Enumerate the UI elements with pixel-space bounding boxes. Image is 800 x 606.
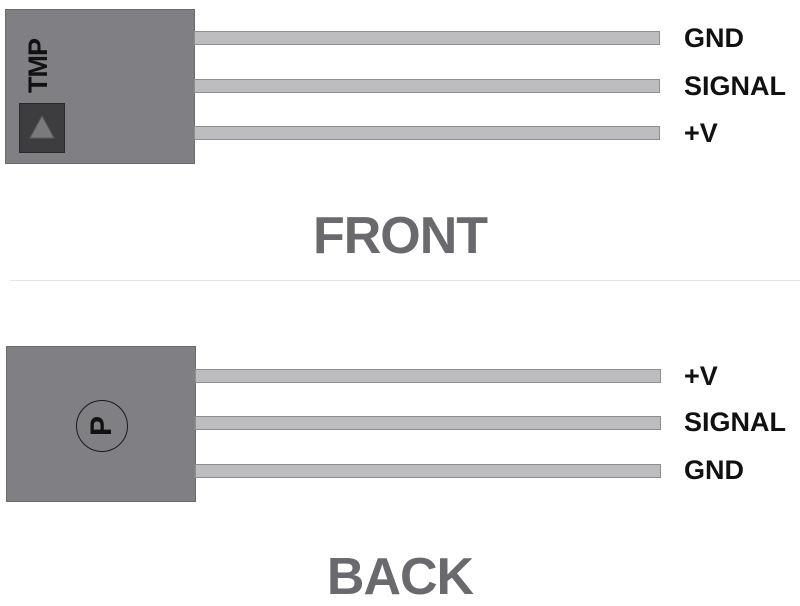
front-pin-label-1: GND xyxy=(684,23,744,53)
back-lead-2 xyxy=(195,416,661,430)
front-package-body: TMP xyxy=(5,9,195,164)
back-title: BACK xyxy=(326,548,474,606)
triangle-icon xyxy=(19,103,65,153)
p-marking: P xyxy=(85,416,118,437)
front-lead-3 xyxy=(194,126,660,140)
front-view: TMP GND SIGNAL +V FRONT xyxy=(0,0,800,280)
p-circle-icon: P xyxy=(76,400,128,452)
back-lead-3 xyxy=(195,464,661,478)
back-pin-label-3: GND xyxy=(684,455,744,485)
front-lead-1 xyxy=(194,31,660,45)
front-title: FRONT xyxy=(312,207,488,265)
back-view: P +V SIGNAL GND BACK xyxy=(0,282,800,606)
front-pin-label-2: SIGNAL xyxy=(684,71,787,101)
front-pin-label-3: +V xyxy=(684,118,718,148)
back-package-body: P xyxy=(6,346,196,502)
tmp-marking: TMP xyxy=(23,39,53,93)
front-lead-2 xyxy=(194,79,660,93)
section-divider xyxy=(10,280,800,281)
back-pin-label-2: SIGNAL xyxy=(684,407,787,437)
back-pin-label-1: +V xyxy=(684,361,718,391)
back-lead-1 xyxy=(195,369,661,383)
